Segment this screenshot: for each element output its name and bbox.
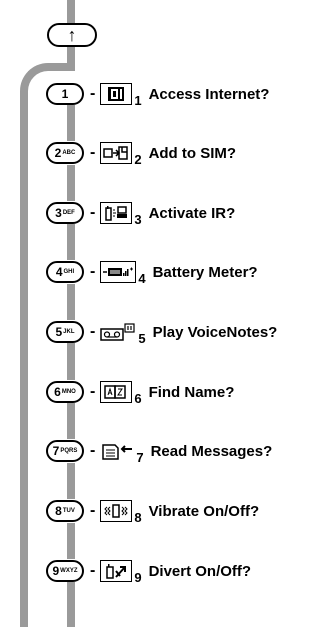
- menu-number: 3: [134, 212, 142, 227]
- internet-icon: [100, 83, 133, 105]
- up-arrow-key: ↑: [47, 23, 97, 47]
- dash-separator: -: [90, 323, 96, 340]
- menu-number: 5: [138, 331, 146, 346]
- key-number: 5: [55, 325, 63, 339]
- menu-number: 4: [138, 271, 146, 286]
- vibrate-icon: [100, 500, 133, 522]
- key-8: 8 TUV: [46, 500, 84, 522]
- menu-label: Activate IR?: [148, 204, 236, 222]
- key-letters: PQRS: [60, 448, 78, 454]
- menu-label: Play VoiceNotes?: [152, 323, 278, 341]
- key-letters: MNO: [61, 389, 76, 395]
- menu-row-battery-meter: 4 GHI - 4 Battery Meter?: [46, 260, 258, 286]
- key-letters: ABC: [62, 150, 76, 156]
- phonebook-icon: [100, 381, 133, 403]
- key-letters: GHI: [63, 269, 75, 275]
- menu-row-read-messages: 7 PQRS - 7 Read Messages?: [46, 439, 273, 465]
- dash-separator: -: [90, 144, 96, 161]
- key-7: 7 PQRS: [46, 440, 84, 462]
- key-1: 1: [46, 83, 84, 105]
- menu-label: Read Messages?: [150, 442, 273, 460]
- menu-number: 7: [136, 450, 144, 465]
- menu-label: Find Name?: [148, 383, 235, 401]
- menu-row-add-to-sim: 2 ABC - 2 Add to SIM?: [46, 141, 237, 167]
- menu-row-play-voicenotes: 5 JKL - 5 Play VoiceNotes?: [46, 320, 278, 346]
- key-number: 4: [55, 265, 63, 279]
- flow-line-connector: [67, 284, 75, 320]
- key-6: 6 MNO: [46, 381, 84, 403]
- flow-line-connector: [67, 582, 75, 627]
- dash-separator: -: [90, 442, 96, 459]
- key-9: 9 WXYZ: [46, 560, 84, 582]
- dash-separator: -: [90, 562, 96, 579]
- dash-separator: -: [90, 204, 96, 221]
- flow-line-connector: [67, 224, 75, 260]
- flow-line-connector: [67, 47, 75, 69]
- dash-separator: -: [90, 85, 96, 102]
- key-letters: JKL: [63, 329, 75, 335]
- flow-loop-line: [20, 63, 75, 627]
- up-arrow-icon: ↑: [67, 25, 77, 45]
- flow-line-connector: [67, 343, 75, 380]
- flow-line-connector: [67, 403, 75, 439]
- battery-icon: [100, 261, 137, 283]
- flow-line-connector: [67, 463, 75, 499]
- key-number: 1: [61, 87, 69, 101]
- key-4: 4 GHI: [46, 261, 84, 283]
- menu-label: Divert On/Off?: [148, 562, 252, 580]
- key-number: 9: [52, 564, 60, 578]
- key-3: 3 DEF: [46, 202, 84, 224]
- sim-icon: [100, 142, 133, 164]
- key-letters: WXYZ: [60, 568, 78, 574]
- key-number: 7: [52, 444, 60, 458]
- dash-separator: -: [90, 263, 96, 280]
- voicenote-icon: [100, 321, 137, 343]
- menu-number: 9: [134, 570, 142, 585]
- messages-icon: [100, 440, 135, 462]
- menu-row-activate-ir: 3 DEF - 3 Activate IR?: [46, 201, 236, 227]
- menu-number: 8: [134, 510, 142, 525]
- flow-line-connector: [67, 165, 75, 201]
- flow-line-connector: [67, 523, 75, 559]
- key-number: 6: [54, 385, 61, 399]
- menu-row-vibrate: 8 TUV - 8 Vibrate On/Off?: [46, 499, 260, 525]
- menu-row-find-name: 6 MNO - 6 Find Name?: [46, 380, 235, 406]
- divert-icon: [100, 560, 133, 582]
- key-letters: TUV: [62, 508, 75, 514]
- menu-row-divert: 9 WXYZ - 9 Divert On/Off?: [46, 559, 252, 585]
- menu-label: Battery Meter?: [152, 263, 258, 281]
- menu-number: 2: [134, 152, 142, 167]
- dash-separator: -: [90, 502, 96, 519]
- flow-line-top: [67, 0, 75, 23]
- menu-row-access-internet: 1 - 1 Access Internet?: [46, 82, 270, 108]
- menu-number: 1: [134, 93, 142, 108]
- key-2: 2 ABC: [46, 142, 84, 164]
- menu-label: Access Internet?: [148, 85, 270, 103]
- key-5: 5 JKL: [46, 321, 84, 343]
- key-letters: DEF: [62, 210, 75, 216]
- key-number: 2: [54, 146, 62, 160]
- key-number: 8: [55, 504, 62, 518]
- infrared-icon: [100, 202, 133, 224]
- key-number: 3: [55, 206, 62, 220]
- flow-line-connector: [67, 105, 75, 141]
- dash-separator: -: [90, 383, 96, 400]
- menu-label: Add to SIM?: [148, 144, 237, 162]
- menu-label: Vibrate On/Off?: [148, 502, 260, 520]
- menu-number: 6: [134, 391, 142, 406]
